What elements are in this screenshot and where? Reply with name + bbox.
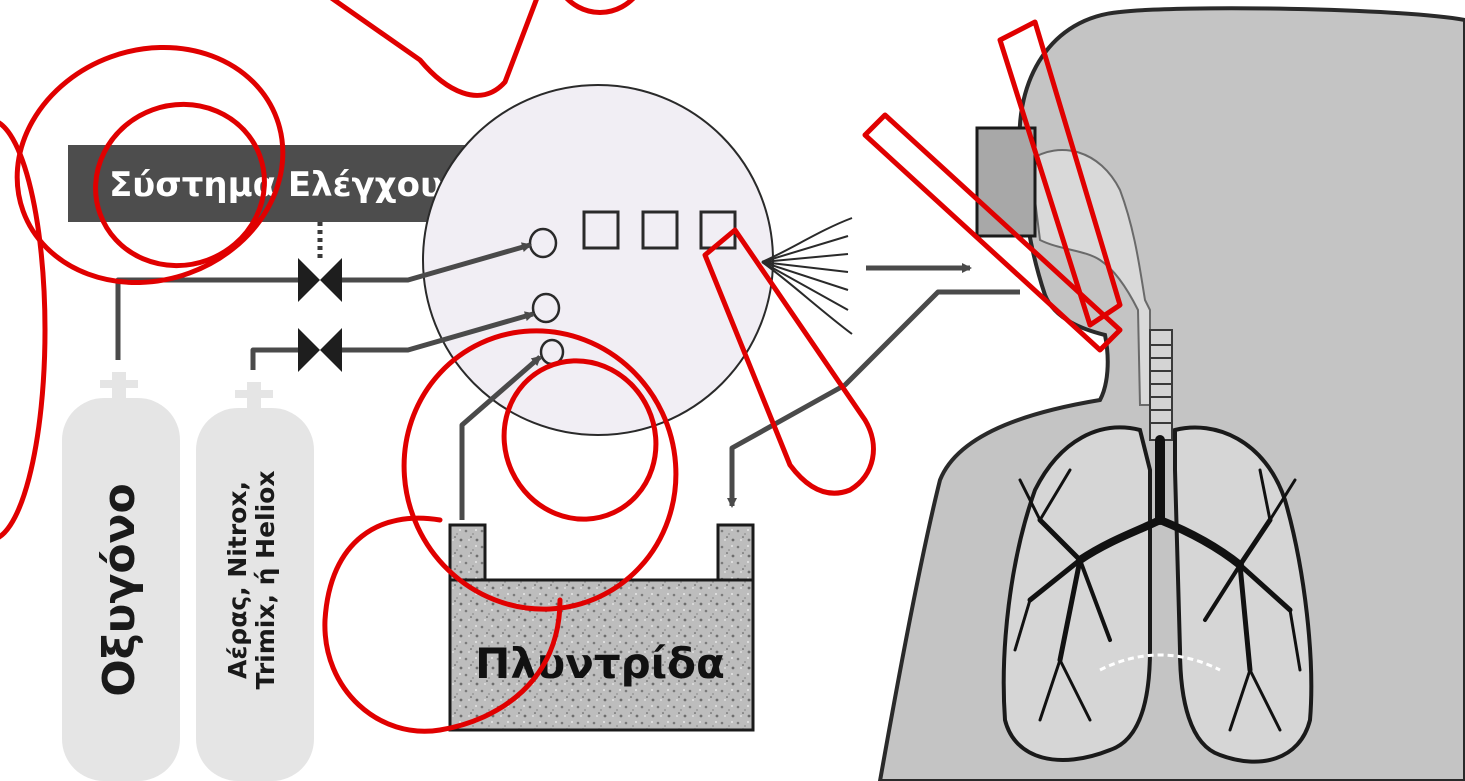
diluent-label-line1: Αέρας, Nitrox, xyxy=(223,481,252,679)
oxygen-label: Οξυγόνο xyxy=(94,483,145,697)
face-mask xyxy=(977,128,1035,236)
watermark-top-stroke xyxy=(320,0,540,95)
scrubber-label: Πλυντρίδα xyxy=(475,639,725,688)
mouthpiece-funnel xyxy=(762,218,852,334)
valve-oxygen xyxy=(298,258,342,302)
diluent-cylinder: Αέρας, Nitrox, Trimix, ή Heliox xyxy=(196,382,314,781)
counterlung xyxy=(423,85,852,435)
oxygen-cylinder: Οξυγόνο xyxy=(62,372,180,781)
valve-diluent xyxy=(298,328,342,372)
scrubber: Πλυντρίδα xyxy=(450,525,753,730)
watermark-letter-c-ring xyxy=(0,120,45,540)
human-figure xyxy=(880,8,1465,781)
diluent-label-line2: Trimix, ή Heliox xyxy=(251,471,280,690)
watermark-top-stroke-2 xyxy=(560,0,640,13)
